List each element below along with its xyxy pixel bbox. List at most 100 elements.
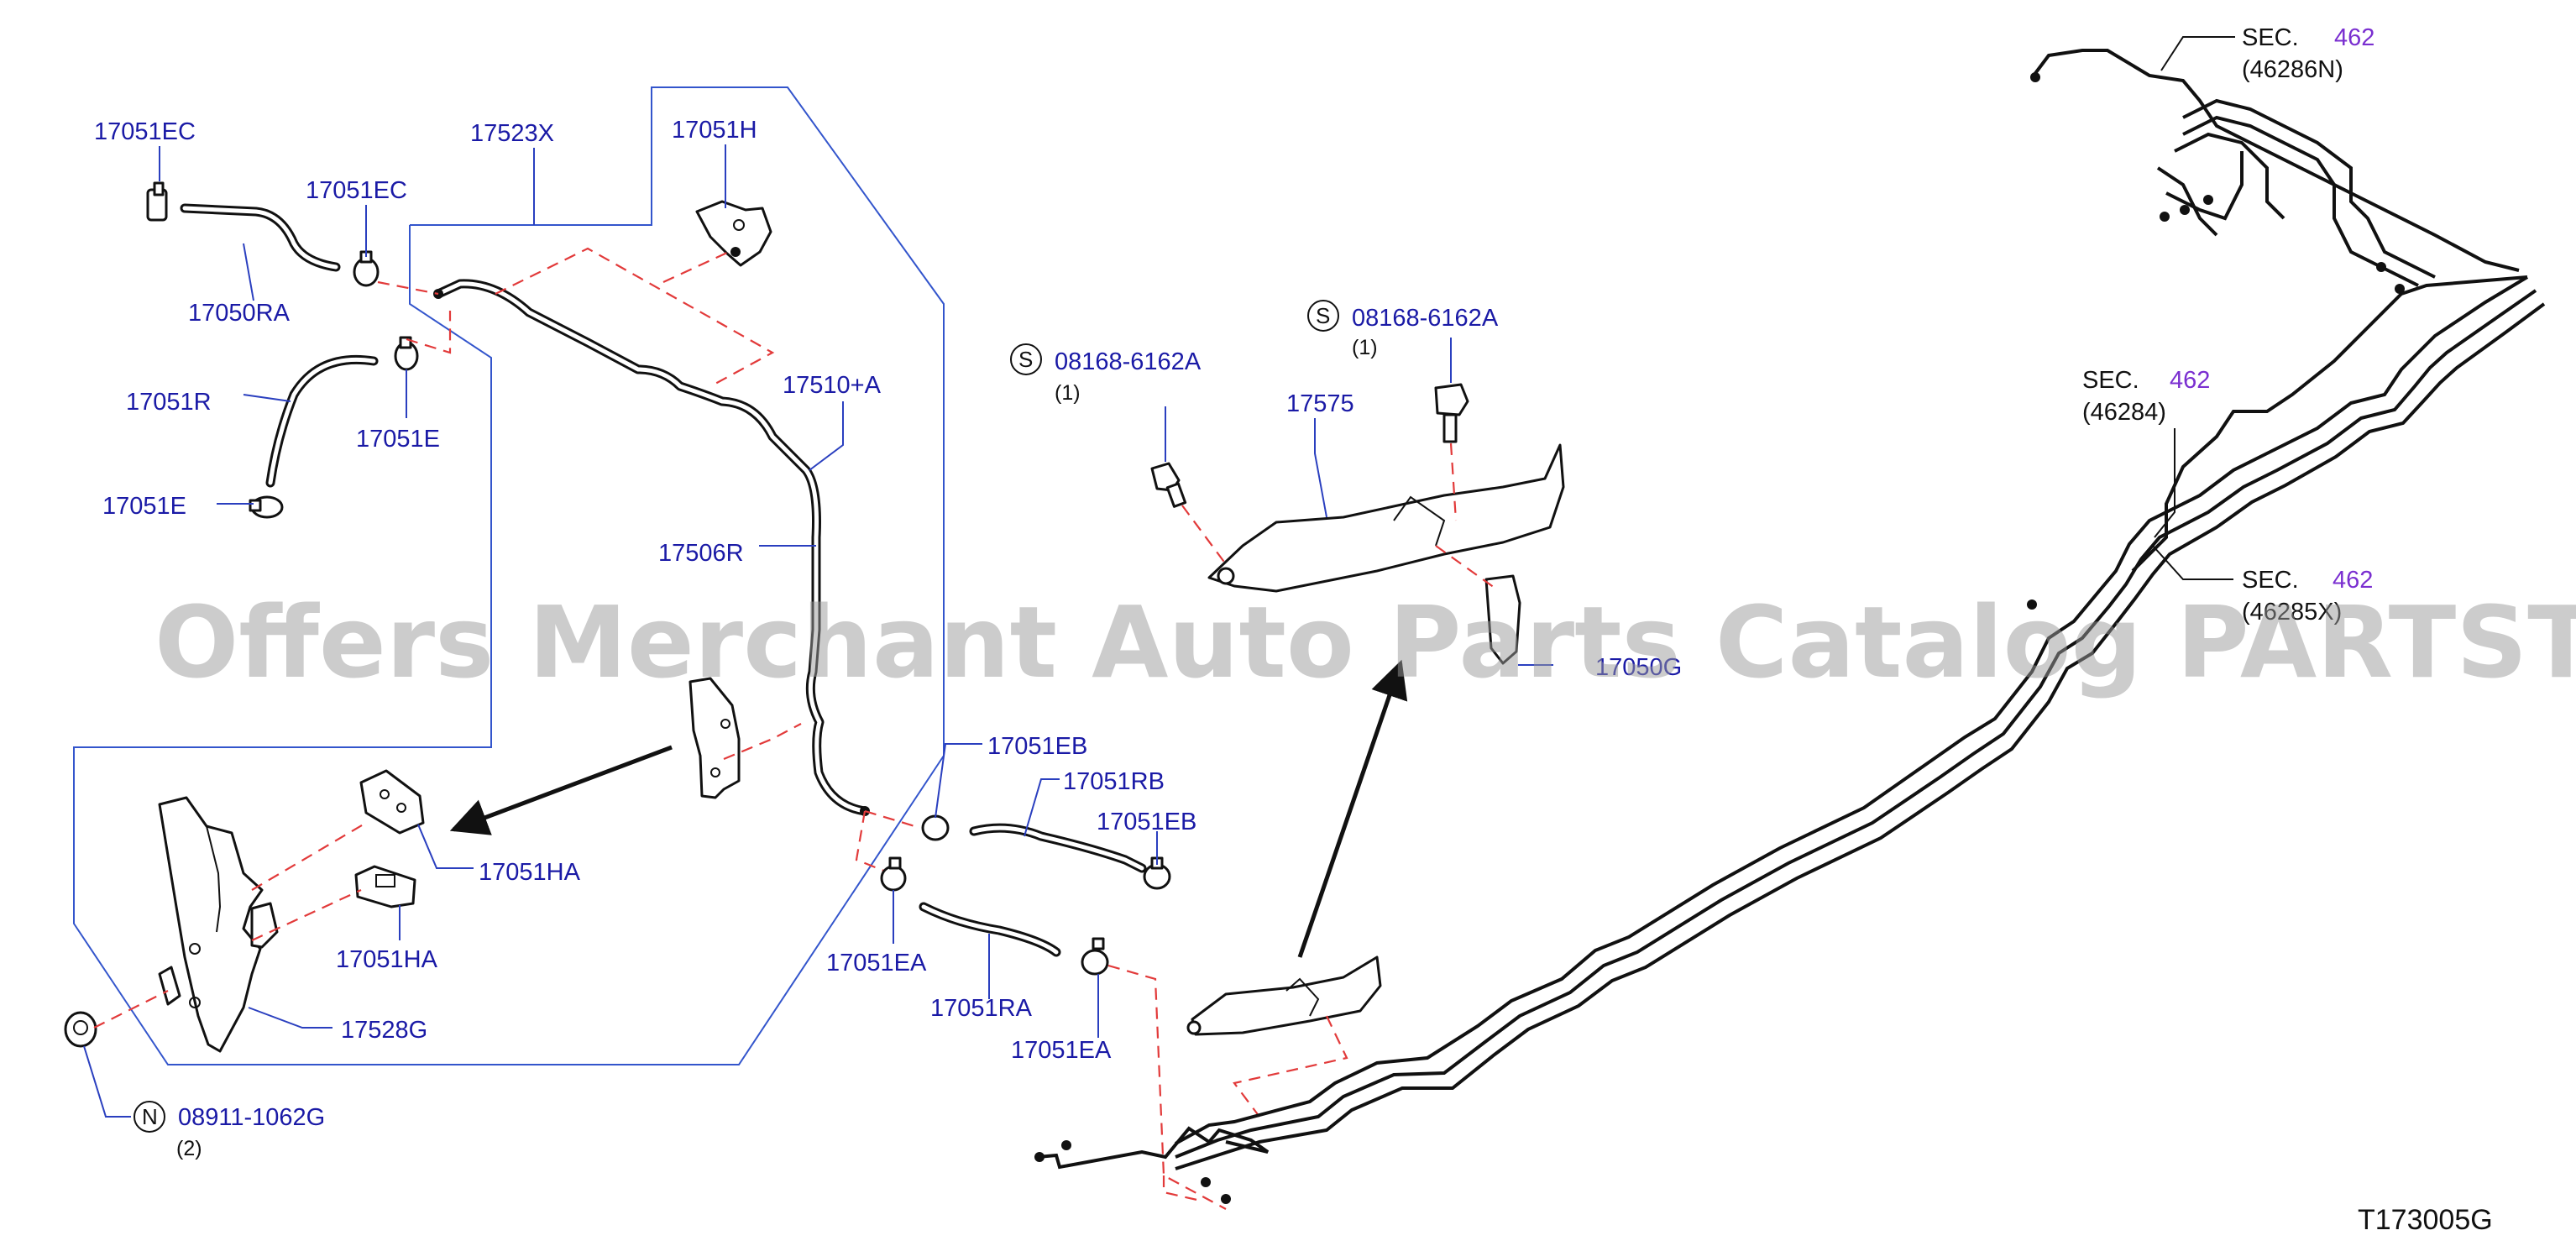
leader-sec-2 bbox=[2154, 428, 2175, 538]
clamp-17051EC-lower bbox=[353, 250, 380, 287]
screw-08168-6162A-right bbox=[1434, 383, 1469, 443]
screw-callout-left: S 08168-6162A (1) bbox=[1010, 343, 1202, 405]
clamp-17051EB-upper bbox=[921, 814, 950, 841]
nut-part: 08911-1062G bbox=[178, 1104, 325, 1131]
figure-code: T173005G bbox=[2358, 1204, 2493, 1236]
clip-17051HA-upper bbox=[359, 769, 425, 835]
label-17050G: 17050G bbox=[1595, 654, 1682, 681]
dash-leader-3 bbox=[495, 247, 775, 385]
line-end-1 bbox=[1034, 1152, 1045, 1162]
dash-leader-16 bbox=[1162, 1175, 1202, 1202]
dash-leader-7 bbox=[251, 889, 362, 941]
leader-17050RA bbox=[243, 243, 254, 301]
dash-leader-8 bbox=[93, 990, 169, 1029]
leader-17510A bbox=[809, 401, 844, 471]
label-17051EA-upper: 17051EA bbox=[826, 950, 927, 976]
label-17051RA: 17051RA bbox=[930, 995, 1033, 1022]
label-17051HA-lower: 17051HA bbox=[336, 946, 438, 973]
label-17051EB-upper: 17051EB bbox=[987, 733, 1087, 760]
label-17050RA: 17050RA bbox=[188, 300, 291, 327]
screw-part-left: 08168-6162A bbox=[1055, 348, 1202, 375]
fuel-lines-upper bbox=[2032, 49, 2520, 287]
line-end-11 bbox=[2395, 284, 2405, 294]
protector-17575 bbox=[1207, 443, 1565, 593]
label-17575: 17575 bbox=[1286, 390, 1354, 417]
section-prefix: SEC. bbox=[2242, 24, 2299, 51]
fuel-tube-17506R bbox=[433, 279, 870, 816]
section-number[interactable]: 462 bbox=[2334, 24, 2374, 51]
clamp-17051EB-lower bbox=[1143, 856, 1171, 890]
section-prefix: SEC. bbox=[2082, 367, 2139, 394]
leader-sec-3 bbox=[2152, 545, 2233, 580]
label-17051E-lower: 17051E bbox=[102, 493, 186, 520]
label-17051EC-lower: 17051EC bbox=[306, 177, 407, 204]
tube-bracket bbox=[689, 677, 741, 799]
hose-17051RA bbox=[919, 902, 1061, 957]
section-ref-46285X[interactable]: SEC. 462 (46285X) bbox=[2242, 567, 2373, 626]
dash-leader-13 bbox=[1449, 442, 1458, 521]
dash-leader-2 bbox=[406, 311, 452, 354]
leader-17051R bbox=[243, 394, 291, 402]
nut-symbol: N bbox=[142, 1104, 158, 1129]
label-17528G: 17528G bbox=[341, 1017, 427, 1044]
leader-17528G bbox=[248, 1007, 332, 1029]
line-end-3 bbox=[1201, 1177, 1211, 1187]
line-end-8 bbox=[2180, 205, 2190, 215]
screw-symbol-right: S bbox=[1316, 303, 1330, 328]
dash-leader-11 bbox=[1107, 964, 1227, 1210]
screw-qty-right: (1) bbox=[1352, 336, 1378, 359]
leader-17051EB-a bbox=[935, 743, 982, 819]
clamp-17051EA-upper bbox=[880, 856, 907, 892]
section-ref: (46284) bbox=[2082, 399, 2166, 426]
dash-leader-4 bbox=[662, 251, 730, 283]
nut-qty: (2) bbox=[176, 1137, 202, 1160]
dash-leader-6 bbox=[251, 822, 367, 891]
line-end-6 bbox=[2030, 72, 2040, 82]
detail-arrow-right bbox=[1297, 659, 1408, 958]
clamp-17051E-lower bbox=[249, 495, 284, 519]
screw-part-right: 08168-6162A bbox=[1352, 305, 1499, 332]
section-ref-46284[interactable]: SEC. 462 (46284) bbox=[2082, 367, 2210, 426]
section-ref: (46286N) bbox=[2242, 56, 2343, 83]
leader-17051HA-a bbox=[417, 824, 474, 869]
fuel-lines-main bbox=[1037, 275, 2546, 1170]
protector-lower bbox=[1186, 955, 1382, 1036]
clamp-17051EA-lower bbox=[1081, 937, 1109, 976]
clip-17050G bbox=[1484, 574, 1521, 665]
clip-17051H bbox=[695, 200, 772, 267]
screw-08168-6162A-left bbox=[1150, 462, 1187, 508]
line-end-4 bbox=[1221, 1194, 1231, 1204]
screw-callout-right: S 08168-6162A (1) bbox=[1307, 300, 1499, 359]
leader-sec-1 bbox=[2160, 36, 2235, 71]
dash-leader-1 bbox=[377, 280, 439, 296]
dash-leader-12 bbox=[1181, 505, 1227, 565]
label-17051E-upper: 17051E bbox=[356, 426, 440, 453]
label-17051RB: 17051RB bbox=[1063, 768, 1165, 795]
label-17051H: 17051H bbox=[672, 117, 757, 144]
group-outline-upper bbox=[73, 86, 945, 1065]
section-number[interactable]: 462 bbox=[2170, 367, 2210, 394]
label-17051R: 17051R bbox=[126, 389, 212, 416]
nut-08911-1062G bbox=[64, 1011, 97, 1048]
line-end-2 bbox=[1061, 1140, 1071, 1150]
label-17506R: 17506R bbox=[658, 540, 744, 567]
line-end-9 bbox=[2203, 195, 2213, 205]
section-number[interactable]: 462 bbox=[2333, 567, 2373, 594]
hose-17051R bbox=[265, 354, 379, 488]
section-ref-46286N[interactable]: SEC. 462 (46286N) bbox=[2242, 24, 2374, 83]
dash-leader-9 bbox=[864, 809, 921, 830]
section-ref: (46285X) bbox=[2242, 599, 2342, 626]
detail-arrow-left bbox=[449, 745, 673, 835]
leader-nut bbox=[83, 1045, 131, 1118]
dash-leader-10 bbox=[855, 810, 891, 875]
clip-17051HA-lower bbox=[354, 865, 416, 908]
dash-leader-15 bbox=[1233, 1015, 1348, 1118]
label-17051EA-lower: 17051EA bbox=[1011, 1037, 1112, 1064]
label-17051HA-upper: 17051HA bbox=[479, 859, 581, 886]
section-prefix: SEC. bbox=[2242, 567, 2299, 594]
nut-callout: N 08911-1062G (2) bbox=[134, 1101, 325, 1160]
line-end-10 bbox=[2376, 262, 2386, 272]
label-17051EC-upper: 17051EC bbox=[94, 118, 196, 145]
leader-17051RB bbox=[1024, 778, 1060, 837]
label-17510A: 17510+A bbox=[783, 372, 882, 399]
